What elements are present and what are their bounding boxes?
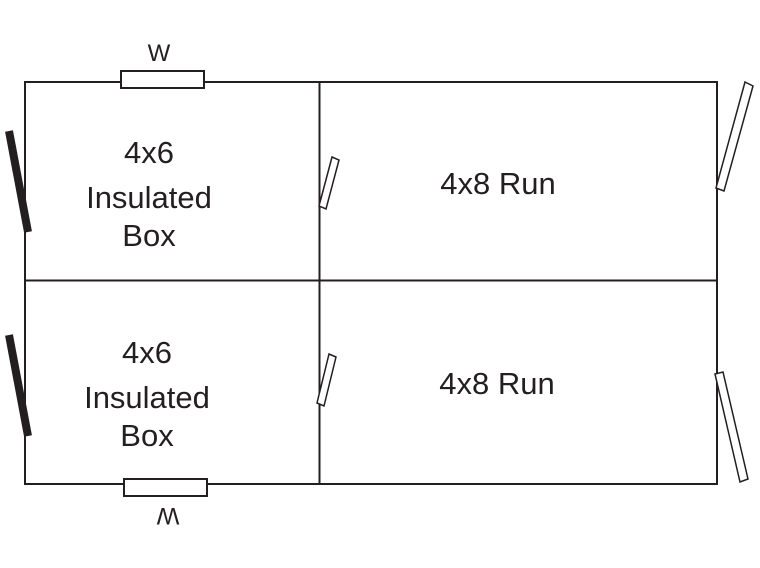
room-label-line: 4x8 Run [440,166,555,201]
right-door-top [715,80,754,192]
top-window [120,70,205,89]
room-label-top-right: 4x8 Run [440,166,555,201]
left-door-top [5,130,32,233]
room-label-line: Insulated [86,180,212,215]
bottom-window-label: W [156,502,179,529]
left-door-bottom [5,334,32,437]
outer-wall [24,81,718,485]
room-label-line: 4x8 Run [439,366,554,401]
room-label-line: Insulated [84,380,210,415]
right-door-bottom [714,371,749,484]
room-label-line: Box [122,218,176,253]
room-label-top-left: 4x6 Insulated Box [86,135,212,253]
interior-door-bottom [316,352,337,408]
room-label-bottom-right: 4x8 Run [439,366,554,401]
bottom-window [123,478,208,497]
room-label-bottom-left: 4x6 Insulated Box [84,335,210,453]
top-window-label: W [148,40,171,67]
interior-door-top [318,155,340,211]
room-label-line: Box [120,418,174,453]
room-label-line: 4x6 [124,135,174,170]
room-label-line: 4x6 [122,335,172,370]
